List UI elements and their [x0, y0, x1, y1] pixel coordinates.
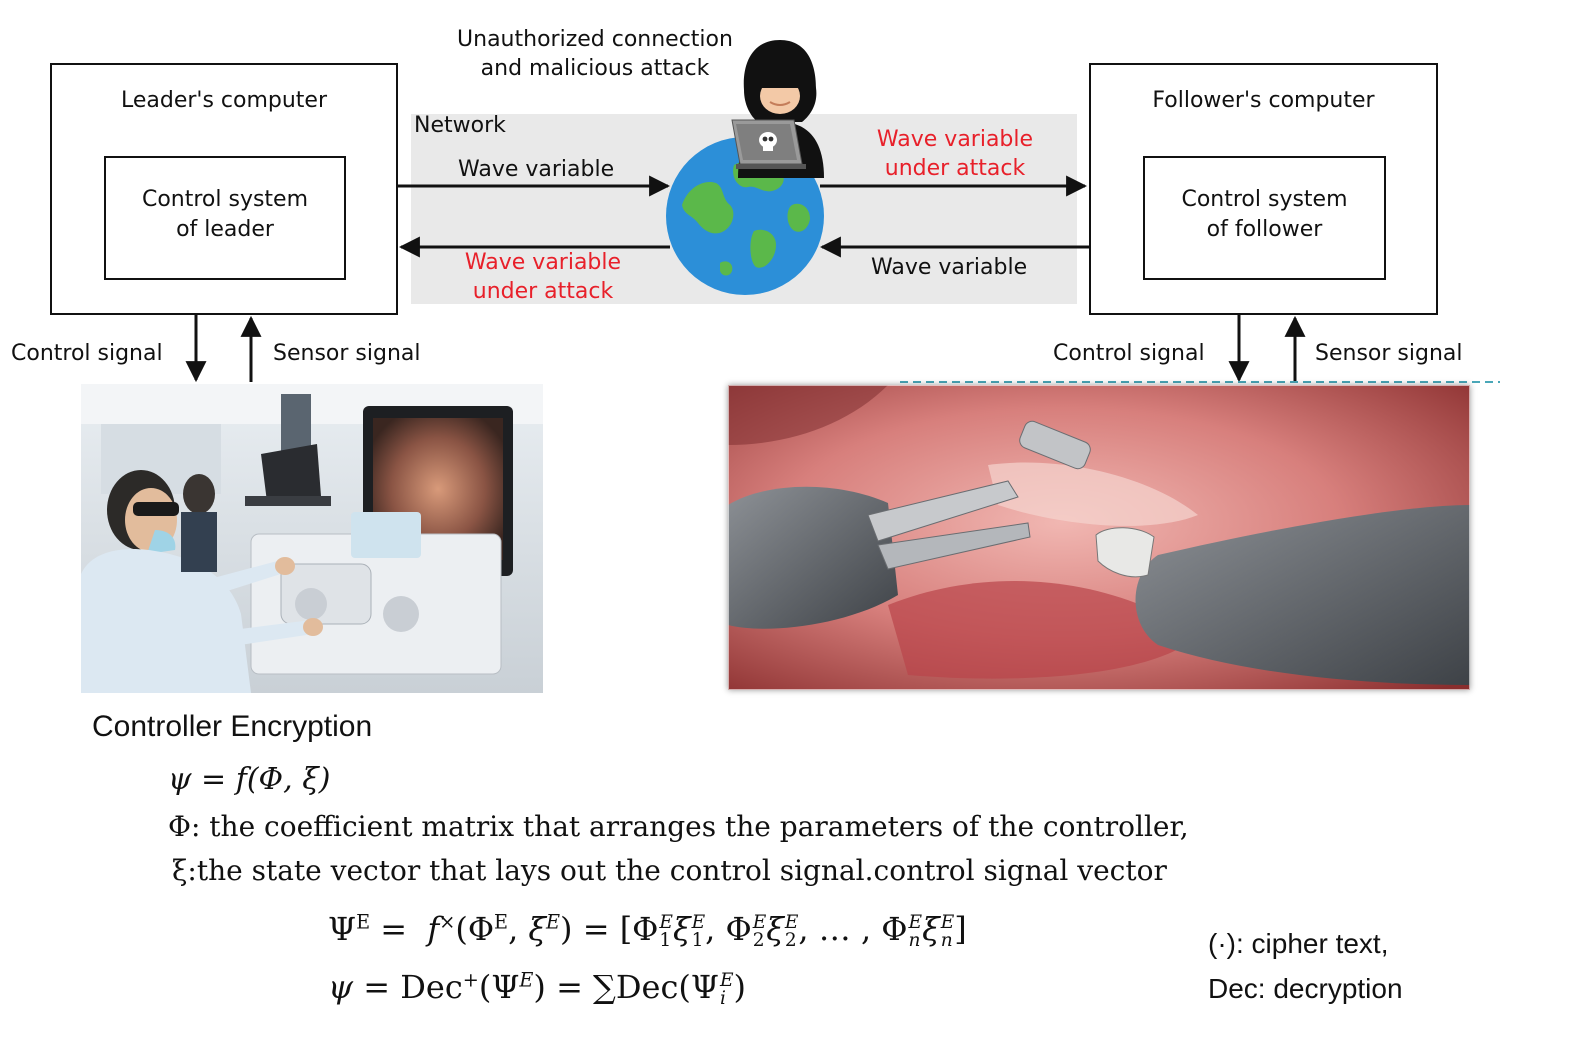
- attack-label-line2: and malicious attack: [480, 55, 710, 81]
- note-cipher-text: (·): cipher text,: [1208, 928, 1389, 959]
- follower-control-system-box: Control system of follower: [1143, 156, 1386, 280]
- label-top-left-wave: Wave variable: [458, 157, 615, 182]
- leader-control-system-box: Control system of leader: [104, 156, 346, 280]
- leader-sensor-signal-label: Sensor signal: [273, 341, 421, 366]
- leader-control-signal-label: Control signal: [11, 341, 163, 366]
- leader-control-system-line1: Control system: [141, 187, 309, 212]
- attack-label-line1: Unauthorized connection: [457, 27, 733, 52]
- definition-phi: Φ: the coefficient matrix that arranges …: [168, 810, 1189, 843]
- follower-control-system-line2: of follower: [1206, 217, 1323, 242]
- surgeon-console-photo: [81, 384, 543, 693]
- label-top-right-attack-line2: under attack: [884, 155, 1026, 181]
- label-bottom-left-attack: Wave variable under attack: [438, 249, 648, 306]
- leader-computer-title: Leader's computer: [120, 88, 328, 113]
- label-bottom-left-attack-line2: under attack: [472, 278, 614, 304]
- attack-label: Unauthorized connection and malicious at…: [430, 26, 760, 83]
- network-label: Network: [414, 113, 506, 138]
- surgical-field-photo: [728, 385, 1470, 690]
- label-top-right-attack: Wave variable under attack: [850, 126, 1060, 183]
- leader-computer-box: Leader's computer Control system of lead…: [50, 63, 398, 315]
- follower-control-system-line1: Control system: [1181, 187, 1348, 212]
- follower-sensor-signal-label: Sensor signal: [1315, 341, 1463, 366]
- follower-computer-box: Follower's computer Control system of fo…: [1089, 63, 1438, 315]
- label-bottom-right-wave: Wave variable: [871, 255, 1028, 280]
- equation-psi-f: ψ = f(Φ, ξ): [168, 762, 331, 797]
- follower-control-signal-label: Control signal: [1053, 341, 1205, 366]
- controller-encryption-heading: Controller Encryption: [92, 710, 373, 743]
- follower-computer-title: Follower's computer: [1152, 88, 1375, 113]
- label-bottom-left-attack-line1: Wave variable: [464, 250, 622, 275]
- leader-control-system-line2: of leader: [176, 217, 274, 242]
- definition-xi: ξ:the state vector that lays out the con…: [172, 854, 1167, 887]
- label-top-right-attack-line1: Wave variable: [876, 127, 1034, 152]
- hacker-icon: [731, 40, 824, 178]
- note-decryption: Dec: decryption: [1208, 973, 1403, 1004]
